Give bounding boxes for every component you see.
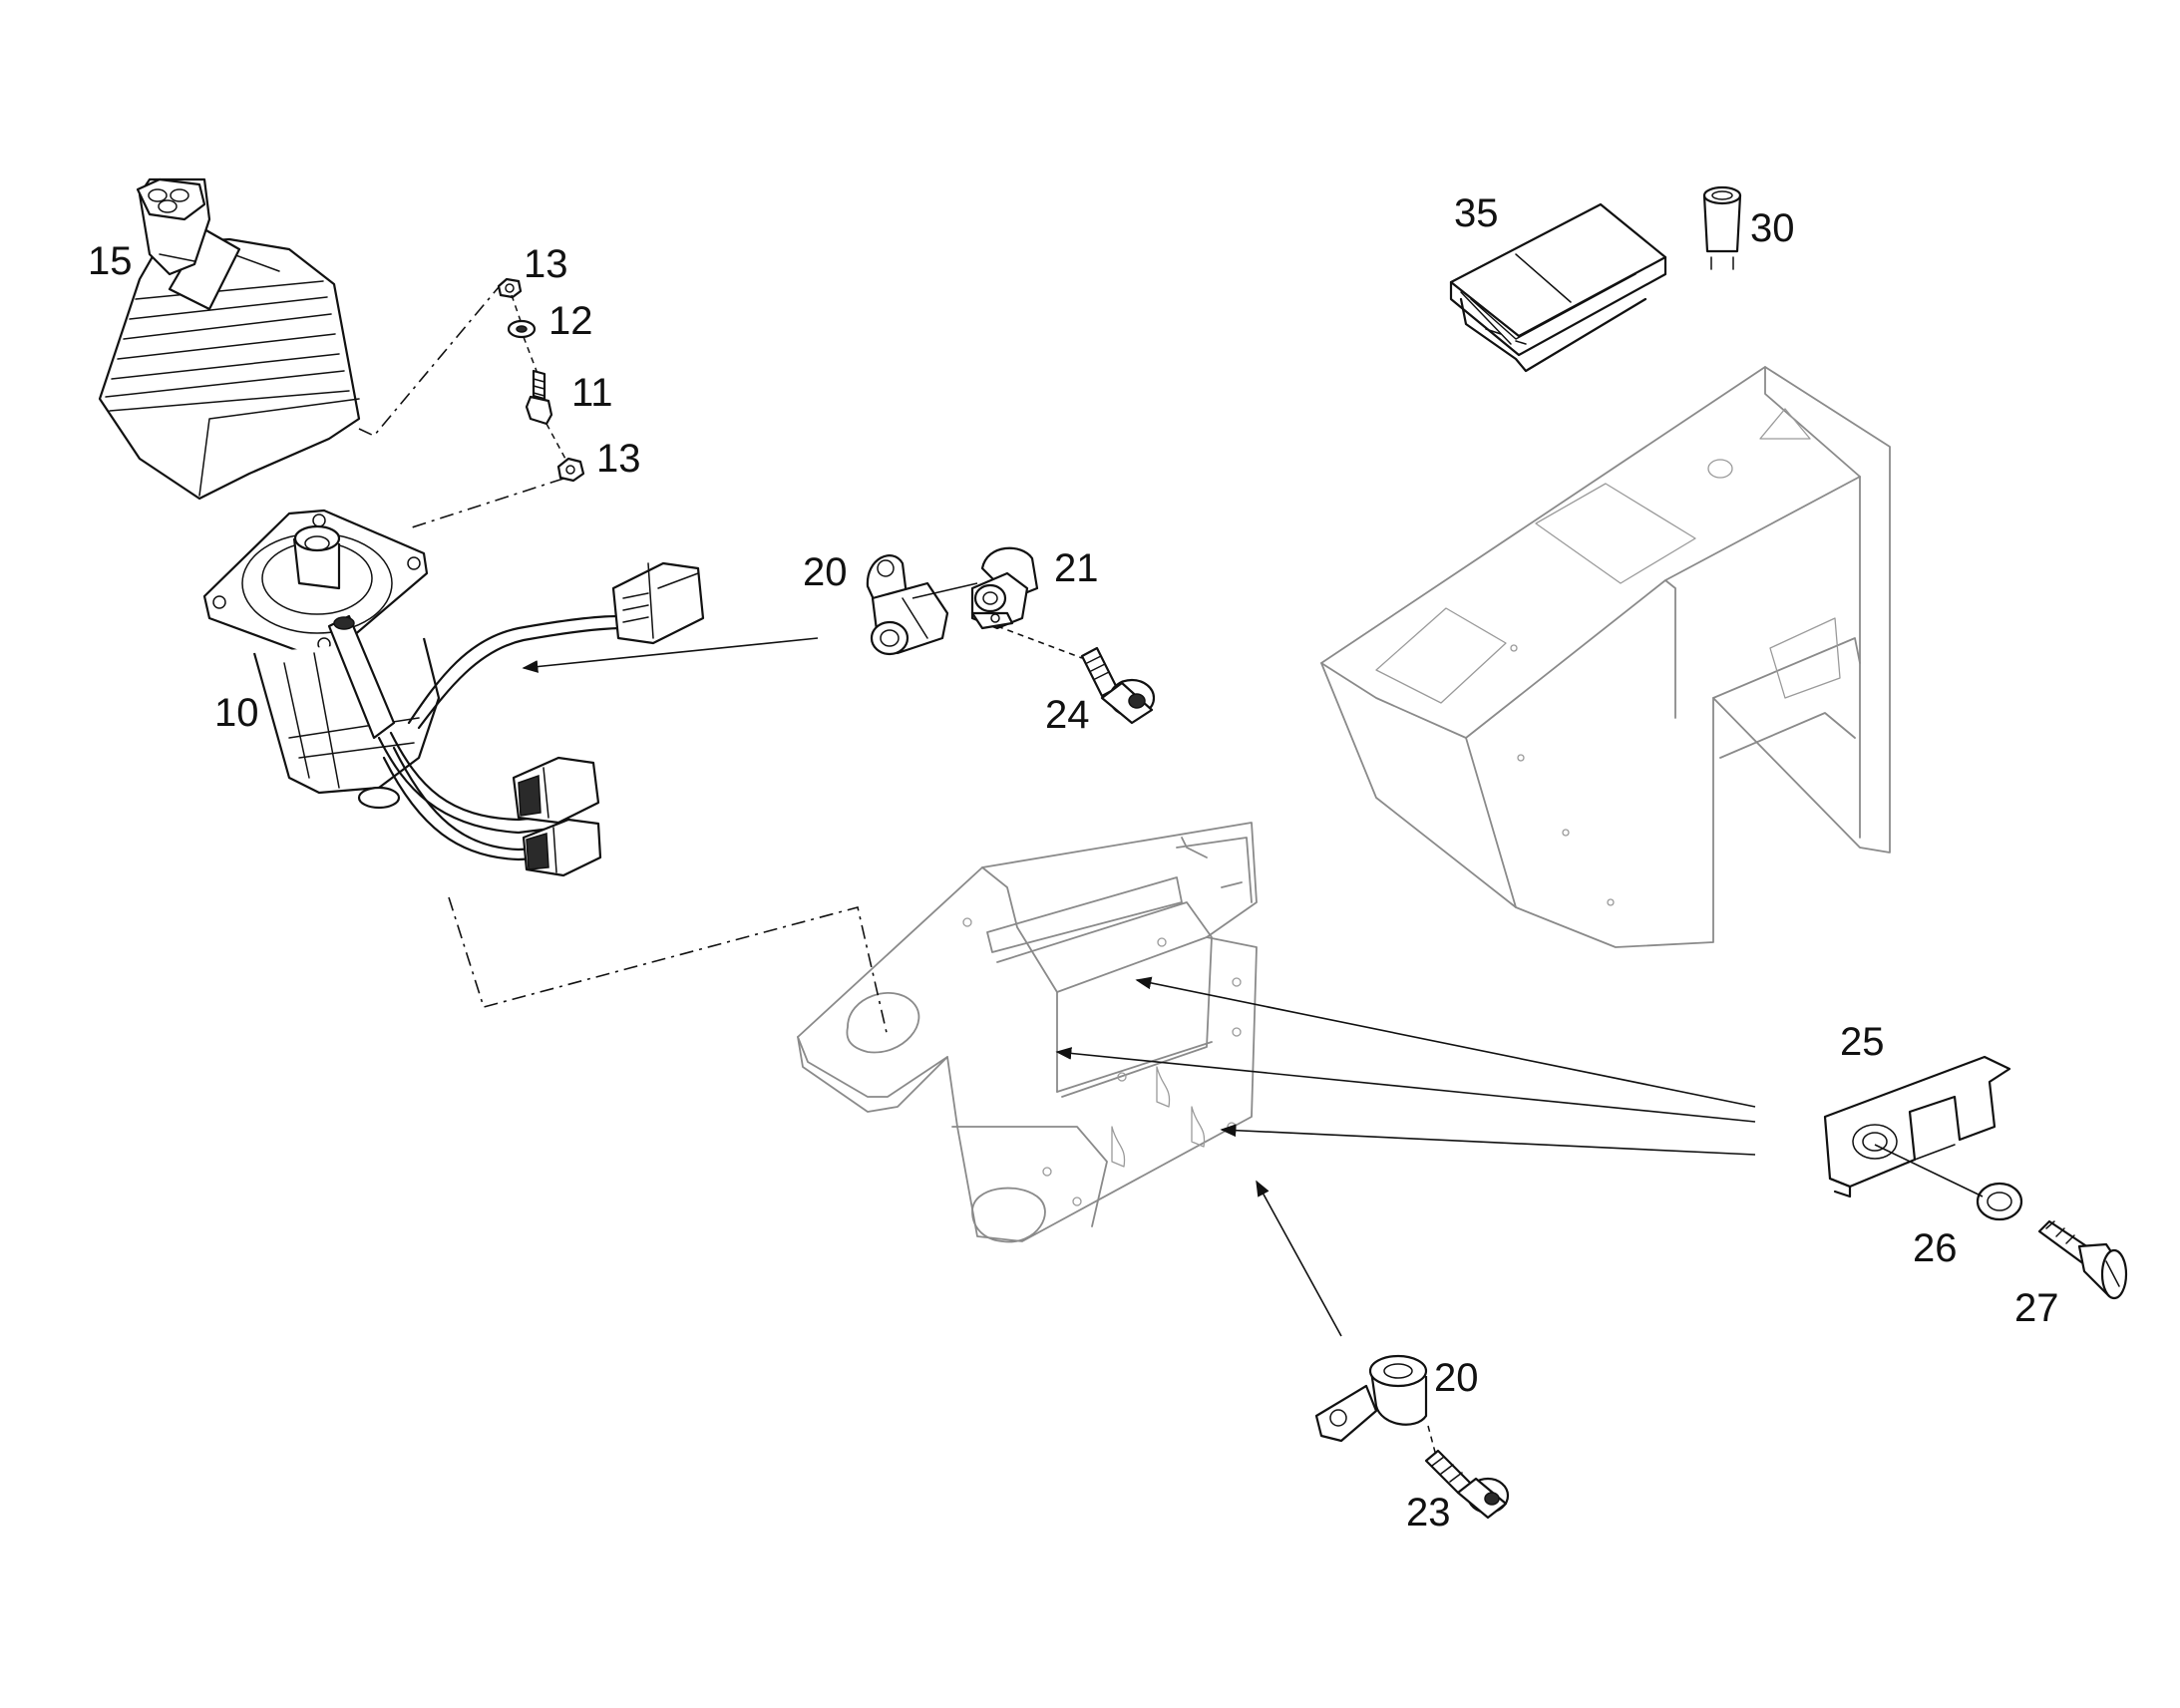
dash-boot-to-nut bbox=[358, 286, 500, 437]
screw-part-23 bbox=[1424, 1449, 1510, 1520]
clamp-part-21 bbox=[970, 546, 1039, 630]
plate-part-25 bbox=[1823, 1055, 2011, 1198]
joystick-unit-part-10 bbox=[202, 509, 705, 877]
mounting-bracket bbox=[797, 822, 1258, 1243]
label-part-10: 10 bbox=[214, 691, 259, 735]
label-part-12: 12 bbox=[548, 299, 593, 343]
label-part-26: 26 bbox=[1913, 1226, 1958, 1270]
joystick-boot-part-15 bbox=[98, 177, 361, 501]
console-housing bbox=[1320, 366, 1891, 948]
rocker-switch-part-35 bbox=[1449, 202, 1667, 373]
indicator-lamp-part-30 bbox=[1702, 185, 1742, 270]
arrow-plate25-to-bracket-c bbox=[1220, 1124, 1756, 1156]
label-part-35: 35 bbox=[1454, 191, 1499, 235]
label-part-30: 30 bbox=[1750, 206, 1795, 250]
dash-switch-to-unit bbox=[408, 478, 564, 529]
label-part-11: 11 bbox=[571, 371, 613, 415]
bushing-part-26 bbox=[1976, 1182, 2023, 1221]
screw-part-24 bbox=[1080, 646, 1156, 725]
cable-clamp-part-20-lower bbox=[1314, 1354, 1428, 1443]
nut-part-13-upper bbox=[497, 277, 523, 299]
label-part-20-upper: 20 bbox=[803, 550, 848, 594]
label-part-21: 21 bbox=[1054, 546, 1099, 590]
label-part-13-upper: 13 bbox=[524, 242, 568, 286]
switch-part-11 bbox=[525, 369, 553, 426]
cable-clamp-part-20-upper bbox=[866, 554, 949, 656]
washer-part-12 bbox=[507, 319, 537, 339]
label-part-13-lower: 13 bbox=[596, 437, 641, 481]
label-part-15: 15 bbox=[88, 239, 133, 283]
label-part-27: 27 bbox=[2014, 1286, 2059, 1330]
arrow-plate25-to-bracket-a bbox=[1135, 976, 1756, 1108]
nut-part-13-lower bbox=[556, 457, 585, 483]
label-part-25: 25 bbox=[1840, 1020, 1885, 1064]
part-labels: 15 13 12 11 13 10 20 21 24 35 30 25 26 2… bbox=[88, 191, 2059, 1535]
dash-clamp21-to-screw24 bbox=[996, 625, 1083, 659]
arrow-clamp20-lower-to-bracket bbox=[1256, 1180, 1342, 1337]
leader-lines bbox=[358, 286, 1984, 1457]
arrow-clamp20-to-cable bbox=[522, 637, 819, 673]
arrow-plate25-to-bracket-b bbox=[1055, 1047, 1756, 1123]
dash-nut-washer-switch bbox=[511, 294, 567, 462]
line-plate25-to-bushing bbox=[1874, 1144, 1984, 1197]
label-part-24: 24 bbox=[1045, 693, 1090, 737]
label-part-20-lower: 20 bbox=[1434, 1356, 1479, 1400]
label-part-23: 23 bbox=[1406, 1491, 1451, 1535]
screw-part-27 bbox=[2037, 1219, 2128, 1300]
